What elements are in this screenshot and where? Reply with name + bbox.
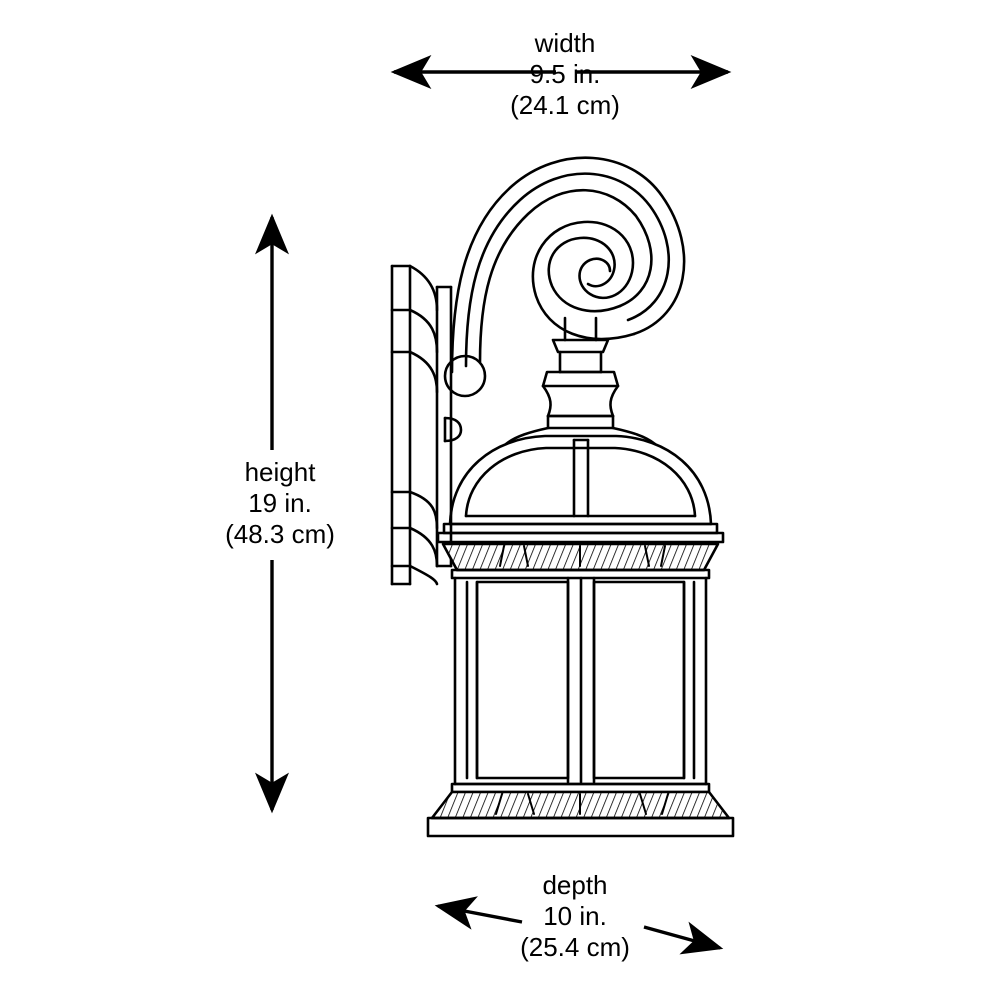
depth-metric: (25.4 cm) — [520, 932, 630, 962]
ball-finial — [443, 354, 487, 398]
scroll-arm — [450, 156, 686, 374]
depth-arrow-left — [434, 896, 523, 930]
height-dimension-label: height 19 in. (48.3 cm) — [145, 457, 415, 550]
glass-panel-left — [475, 580, 570, 780]
depth-arrow-right — [643, 921, 724, 955]
upper-ribbed-band — [441, 542, 720, 580]
depth-name: depth — [542, 870, 608, 900]
dome-roof — [448, 434, 713, 526]
height-metric: (48.3 cm) — [225, 519, 335, 549]
mount-knob — [443, 416, 463, 443]
wall-mount-plate — [390, 264, 453, 586]
height-imperial: 19 in. — [248, 488, 312, 518]
spiral-curl — [531, 220, 636, 341]
width-metric: (24.1 cm) — [510, 90, 620, 120]
depth-imperial: 10 in. — [543, 901, 607, 931]
cornice-molding — [436, 522, 725, 544]
width-name: width — [534, 28, 596, 58]
lower-ribbed-band — [430, 782, 731, 820]
lantern-body — [453, 576, 708, 786]
height-name: height — [244, 457, 316, 487]
glass-panel-right — [592, 580, 686, 780]
width-dimension-label: width 9.5 in. (24.1 cm) — [430, 28, 700, 121]
width-imperial: 9.5 in. — [529, 59, 601, 89]
depth-dimension-label: depth 10 in. (25.4 cm) — [440, 870, 710, 963]
base-plinth — [426, 816, 735, 838]
